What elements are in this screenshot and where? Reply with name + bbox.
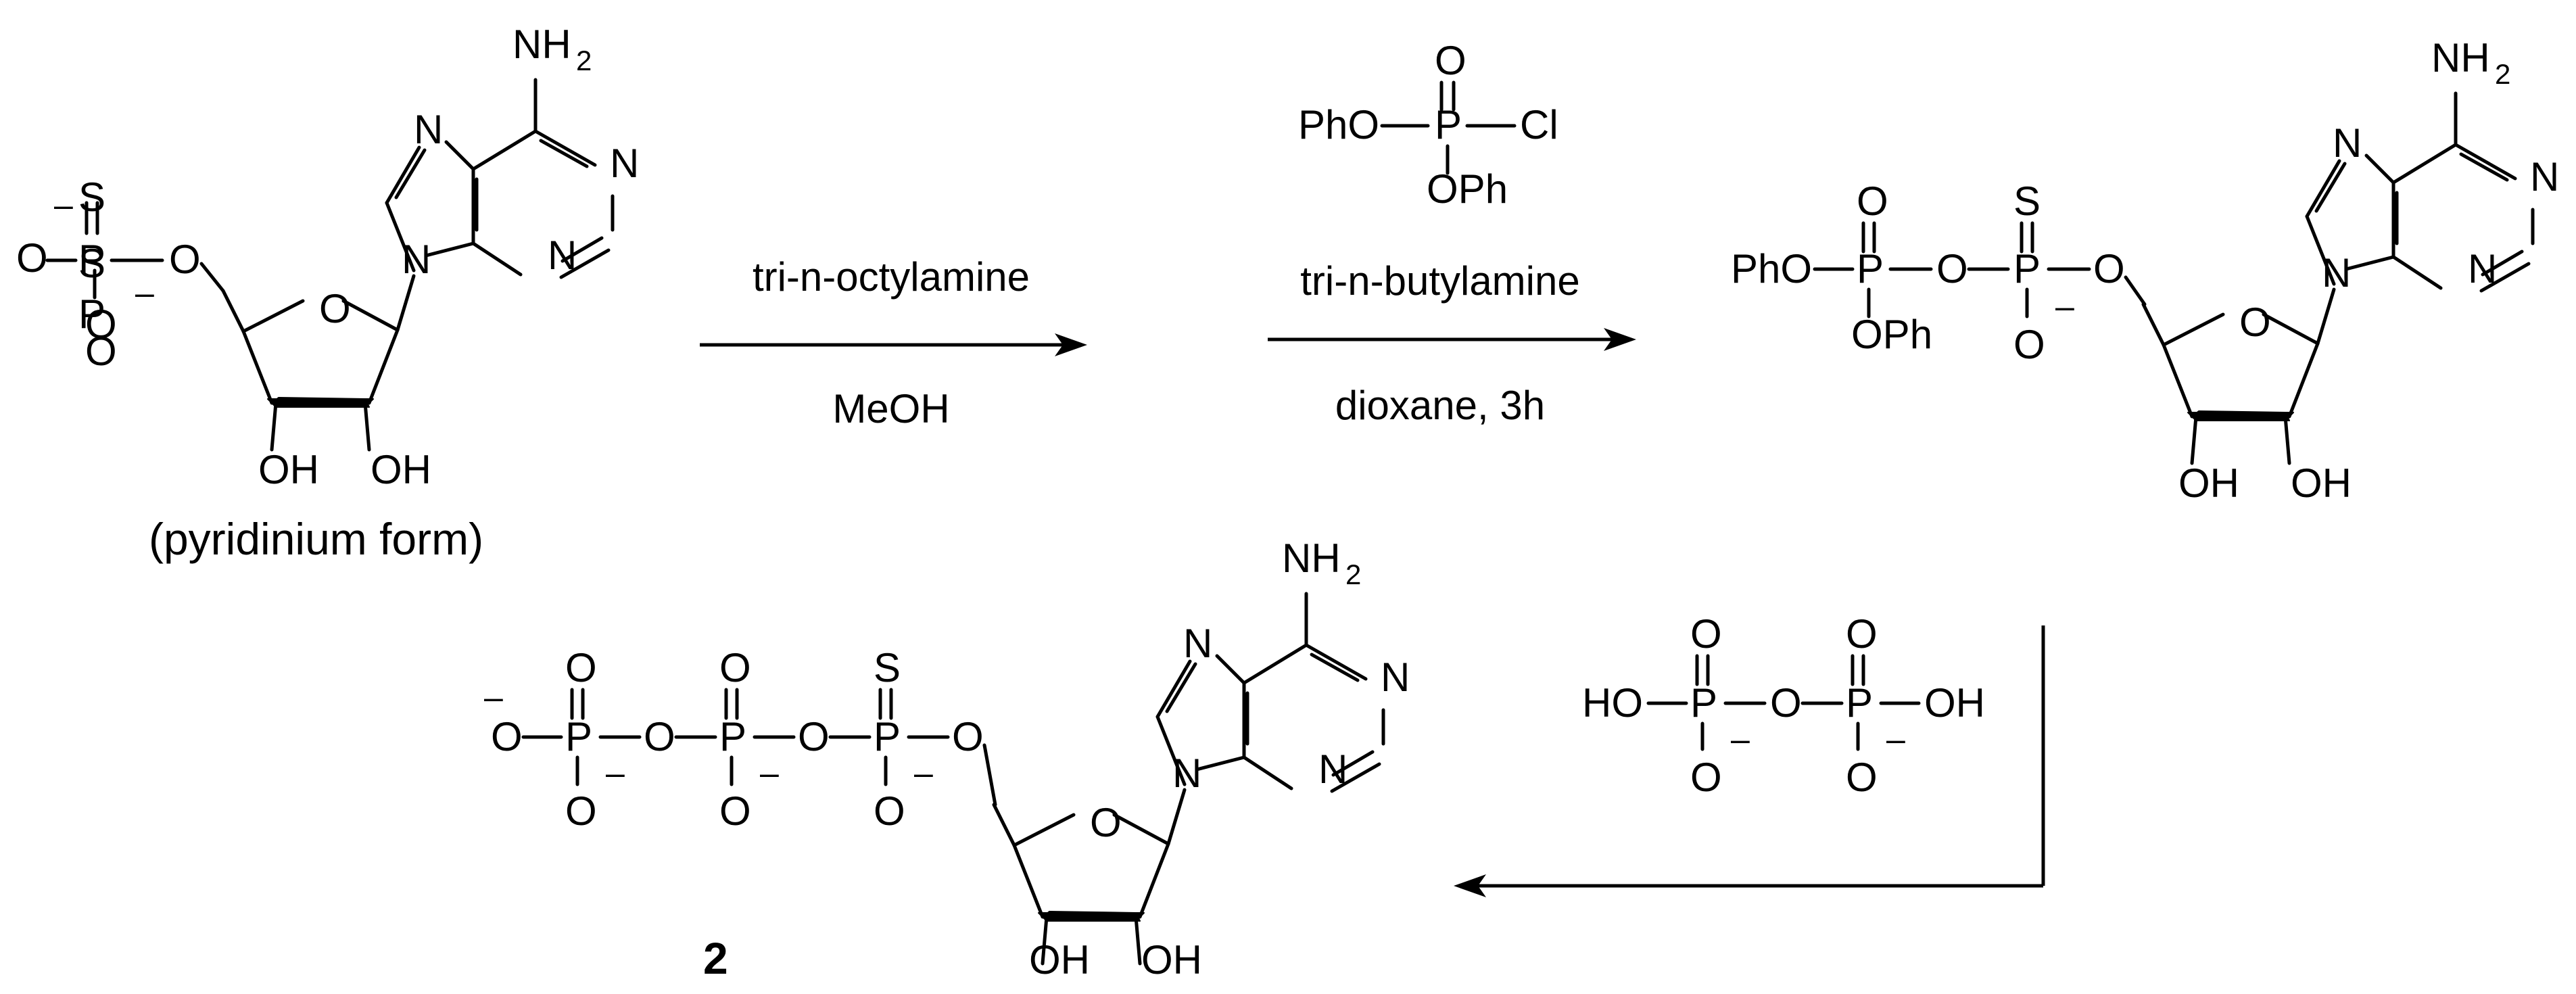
charge: – — [1886, 720, 1905, 758]
condition-solvent: MeOH — [832, 386, 949, 431]
atom-P-gamma: P — [565, 714, 592, 759]
label-pyridinium-form: (pyridinium form) — [149, 514, 483, 564]
atom-P: P — [1435, 102, 1462, 147]
atom-O-a: O — [1690, 755, 1722, 800]
charge: – — [2055, 287, 2074, 325]
atom-N3: N — [2468, 246, 2497, 291]
atom-N1: N — [610, 141, 639, 186]
atom-OH-3: OH — [2178, 460, 2239, 506]
charge: – — [760, 754, 779, 792]
atom-P-a: P — [1690, 680, 1717, 726]
atom-N7: N — [414, 107, 443, 152]
atom-O-dbl-gamma: O — [565, 645, 597, 690]
atom-NH: NH — [1282, 536, 1341, 581]
compound-number: 2 — [703, 933, 728, 983]
atom-O-bridge: O — [1936, 246, 1968, 291]
atom-P-b: P — [1846, 680, 1873, 726]
atom-OH: OH — [1924, 680, 1985, 726]
atom-OH-2: OH — [1141, 937, 1202, 983]
atom-P-alpha: P — [874, 714, 901, 759]
charge: – — [54, 186, 73, 224]
reagent-diphenyl-chlorophosphate: O PhO P Cl OPh — [1298, 38, 1558, 212]
atom-N3: N — [548, 233, 577, 278]
condition-solvent-time: dioxane, 3h — [1335, 383, 1545, 428]
atom-O-ester: O — [2093, 246, 2125, 291]
atom-N9: N — [1172, 751, 1201, 796]
atom-OH-3: OH — [1029, 937, 1090, 983]
atom-N9: N — [402, 237, 431, 282]
charge: – — [1731, 720, 1750, 758]
product-compound-2: O – P O O – O P O O – O P S O – O N — [484, 536, 1410, 983]
intermediate-diphenylphosphoryl: PhO P O OPh O P S O – O N N N N NH 2 O O… — [1731, 35, 2559, 506]
atom-O-dbl-b: O — [1846, 611, 1878, 657]
atom-S: S — [78, 241, 105, 286]
atom-HO: HO — [1582, 680, 1643, 726]
atom-S: S — [874, 645, 901, 690]
atom-O-label: O — [85, 302, 117, 347]
reagent-pyrophosphate: HO P O O – O P O O – OH — [1582, 611, 1985, 800]
atom-OH-2: OH — [2291, 460, 2352, 506]
atom-O-gamma-bottom: O — [565, 788, 597, 834]
atom-O-dbl-beta: O — [719, 645, 751, 690]
atom-Cl: Cl — [1520, 102, 1558, 147]
condition-reagent: tri-n-octylamine — [753, 254, 1030, 300]
atom-N3: N — [1318, 747, 1347, 792]
atom-S-label: S — [78, 174, 105, 220]
atom-P: P — [78, 291, 105, 337]
atom-N1: N — [1381, 655, 1410, 700]
atom-O-bridge-1: O — [644, 714, 675, 759]
atom-O-beta-bottom: O — [719, 788, 751, 834]
atom-P-beta: P — [719, 714, 746, 759]
charge: – — [914, 754, 933, 792]
atom-O-bridge: O — [1770, 680, 1802, 726]
atom-O-dbl-a: O — [1857, 179, 1888, 224]
atom-O-bridge-2: O — [798, 714, 830, 759]
arrow-step-2: tri-n-butylamine dioxane, 3h — [1268, 258, 1636, 428]
atom-subscript: 2 — [2495, 58, 2510, 90]
atom-N9: N — [2322, 250, 2351, 295]
atom-OPh: OPh — [1851, 312, 1932, 357]
atom-O-ester: O — [169, 237, 201, 282]
atom-O-dbl: O — [1435, 38, 1466, 83]
arrow-step-1: tri-n-octylamine MeOH — [700, 254, 1087, 431]
charge: – — [135, 274, 154, 312]
atom-N7: N — [1183, 621, 1212, 666]
atom-OH-2: OH — [371, 447, 431, 492]
atom-NH: NH — [2431, 35, 2490, 80]
atom-O-ring: O — [2239, 300, 2271, 345]
atom-O-dbl-a: O — [1690, 611, 1722, 657]
charge: – — [606, 754, 625, 792]
atom-PhO: PhO — [1731, 246, 1812, 291]
atom-O-neg: O — [2013, 322, 2045, 367]
atom-O-ring: O — [319, 286, 351, 331]
atom-subscript: 2 — [1345, 559, 1361, 590]
atom-OH-3: OH — [258, 447, 319, 492]
atom-O-gamma-left: O — [491, 714, 523, 759]
atom-OPh: OPh — [1427, 166, 1508, 212]
atom-O-bottom: O — [85, 329, 117, 374]
atom-P-a: P — [1857, 246, 1884, 291]
atom-NH: NH — [512, 22, 571, 67]
atom-P-b: P — [2013, 246, 2041, 291]
atom-N7: N — [2333, 120, 2362, 166]
charge: – — [484, 678, 503, 716]
atom-O-left: O — [16, 235, 48, 281]
atom-O-b: O — [1846, 755, 1878, 800]
atom-P-label: P — [78, 237, 105, 282]
atom-PhO: PhO — [1298, 102, 1379, 147]
atom-subscript: 2 — [576, 45, 592, 76]
atom-O-ring: O — [1090, 800, 1122, 845]
atom-O-alpha-bottom: O — [874, 788, 905, 834]
arrow-step-3 — [1454, 625, 2045, 897]
atom-O-ester: O — [952, 714, 984, 759]
atom-N1: N — [2530, 154, 2559, 199]
atom-S: S — [2013, 179, 2041, 224]
starting-material: S P O O O – – S P O N N N N NH 2 O OH OH… — [16, 22, 639, 564]
condition-base: tri-n-butylamine — [1300, 258, 1579, 304]
